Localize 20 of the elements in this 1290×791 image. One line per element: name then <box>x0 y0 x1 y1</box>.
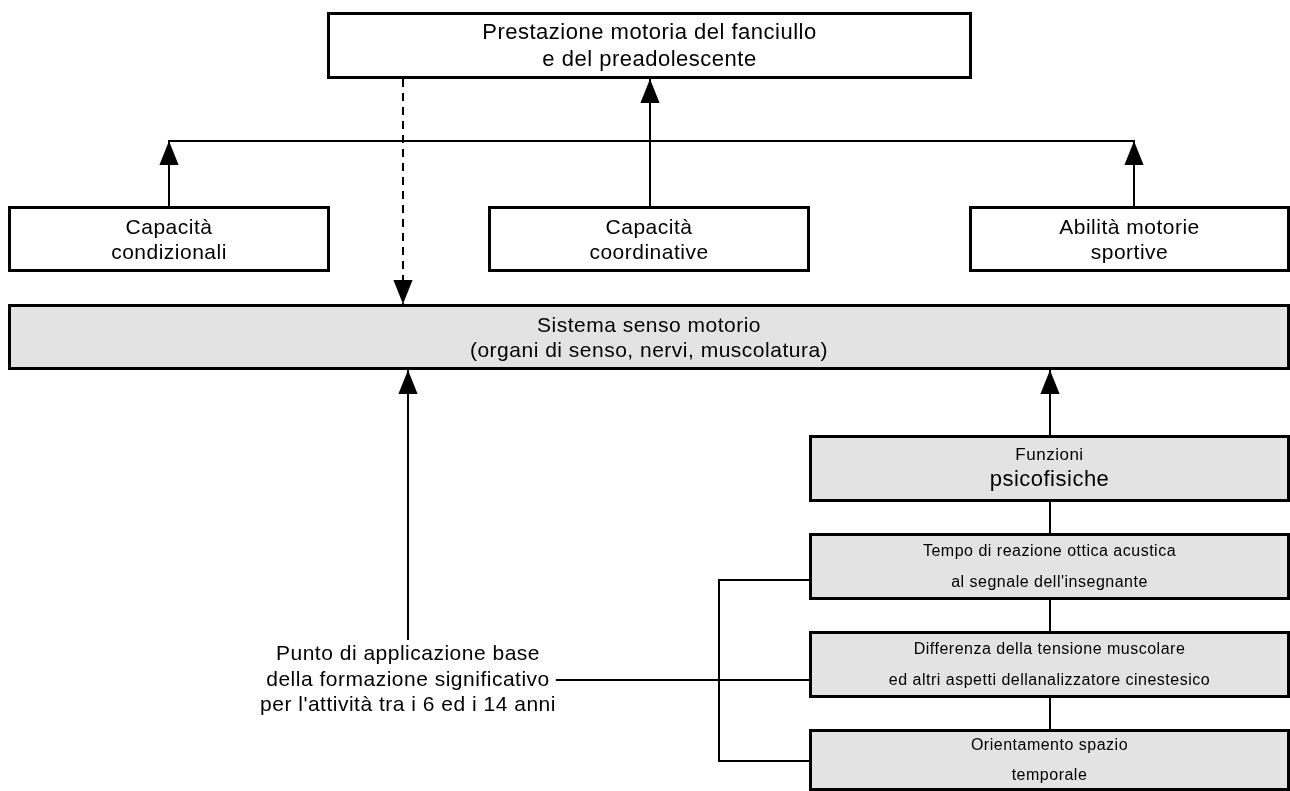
process-box <box>8 206 330 272</box>
process-box <box>969 206 1290 272</box>
box-label: Tempo di reazione ottica acustica al segnale dell'insegnante <box>922 541 1177 592</box>
process-box <box>809 631 1290 698</box>
process-box <box>488 206 810 272</box>
box-label: Funzioni <box>1015 445 1084 466</box>
process-box <box>809 533 1290 600</box>
annotation-text: Punto di applicazione base della formazione significativo per l'attività tra i 6 ed i 14 anni <box>260 640 556 717</box>
box-label: Capacità coordinative <box>589 213 709 265</box>
box-label: Capacità condizionali <box>111 213 227 265</box>
box-label: Abilità motorie sportive <box>1059 213 1200 265</box>
box-label: Prestazione motoria del fanciullo e del preadolescente <box>482 19 817 72</box>
process-box <box>809 435 1290 502</box>
box-label: Differenza della tensione muscolare ed altri aspetti dellanalizzatore cinestesico <box>888 639 1211 690</box>
box-label: psicofisiche <box>989 465 1110 492</box>
box-label: Orientamento spazio temporale <box>970 734 1129 785</box>
process-box <box>327 12 972 79</box>
process-box <box>809 729 1290 791</box>
box-label: Sistema senso motorio (organi di senso, nervi, muscolatura) <box>469 311 829 363</box>
process-box <box>8 304 1290 370</box>
